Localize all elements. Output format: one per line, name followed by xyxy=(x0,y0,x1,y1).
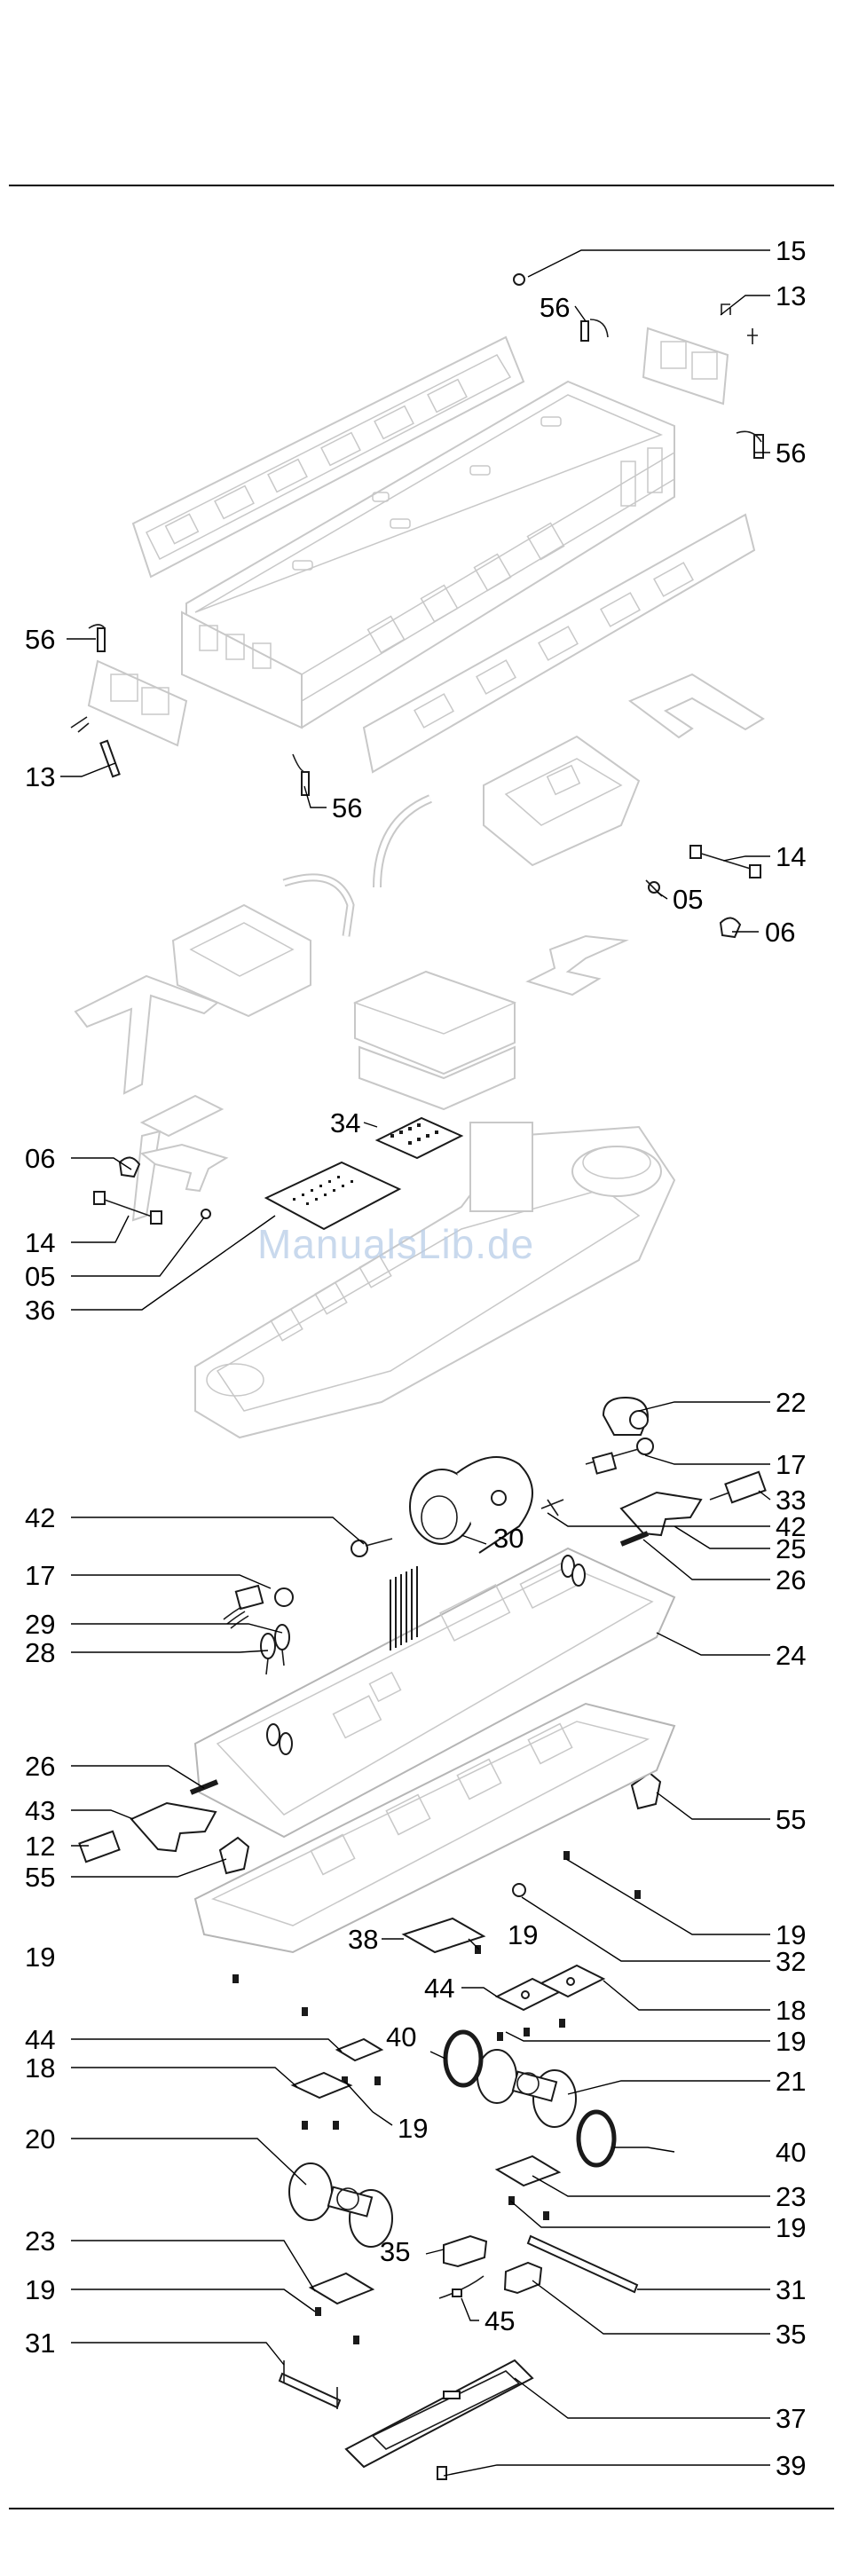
callout-37: 37 xyxy=(776,2405,806,2432)
callout-31: 31 xyxy=(25,2329,55,2357)
callout-40: 40 xyxy=(776,2139,806,2166)
callout-36: 36 xyxy=(25,1296,55,1324)
callout-06: 06 xyxy=(25,1145,55,1172)
callout-12: 12 xyxy=(25,1832,55,1860)
callout-19: 19 xyxy=(776,2028,806,2055)
callout-22: 22 xyxy=(776,1389,806,1416)
callout-24: 24 xyxy=(776,1642,806,1669)
callout-19: 19 xyxy=(776,2214,806,2241)
callout-23: 23 xyxy=(776,2183,806,2210)
callout-40: 40 xyxy=(386,2023,416,2051)
callout-15: 15 xyxy=(776,237,806,264)
callout-14: 14 xyxy=(25,1229,55,1256)
callout-23: 23 xyxy=(25,2227,55,2255)
callout-34: 34 xyxy=(330,1109,360,1137)
callout-44: 44 xyxy=(25,2026,55,2053)
callout-32: 32 xyxy=(776,1948,806,1975)
callout-19: 19 xyxy=(25,2276,55,2304)
callout-26: 26 xyxy=(25,1753,55,1780)
callout-56: 56 xyxy=(540,294,570,321)
callout-56: 56 xyxy=(776,439,806,467)
callout-39: 39 xyxy=(776,2452,806,2479)
callout-06: 06 xyxy=(765,918,795,946)
callout-44: 44 xyxy=(424,1974,454,2002)
chassis-frame-upper xyxy=(195,1118,674,1438)
callout-31: 31 xyxy=(776,2276,806,2304)
callout-17: 17 xyxy=(776,1451,806,1478)
callout-14: 14 xyxy=(776,843,806,870)
callout-55: 55 xyxy=(25,1863,55,1891)
callout-45: 45 xyxy=(485,2307,515,2335)
callout-26: 26 xyxy=(776,1566,806,1594)
callout-19: 19 xyxy=(508,1921,538,1949)
callout-56: 56 xyxy=(332,794,362,822)
callout-35: 35 xyxy=(776,2320,806,2348)
callout-30: 30 xyxy=(493,1524,524,1552)
watermark: ManualsLib.de xyxy=(257,1220,534,1268)
callout-18: 18 xyxy=(25,2054,55,2082)
callout-38: 38 xyxy=(348,1926,378,1953)
callout-55: 55 xyxy=(776,1806,806,1833)
callout-18: 18 xyxy=(776,1997,806,2024)
callout-19: 19 xyxy=(776,1921,806,1949)
callout-20: 20 xyxy=(25,2125,55,2153)
callout-17: 17 xyxy=(25,1562,55,1589)
callout-56: 56 xyxy=(25,626,55,653)
pcb-board xyxy=(79,1548,674,1952)
callout-35: 35 xyxy=(380,2238,410,2265)
callout-05: 05 xyxy=(673,886,703,913)
callout-13: 13 xyxy=(25,763,55,791)
callout-33: 33 xyxy=(776,1486,806,1514)
callout-13: 13 xyxy=(776,282,806,310)
callout-19: 19 xyxy=(398,2115,428,2142)
callout-05: 05 xyxy=(25,1263,55,1290)
callout-29: 29 xyxy=(25,1611,55,1638)
callout-21: 21 xyxy=(776,2068,806,2095)
callout-43: 43 xyxy=(25,1797,55,1824)
callout-28: 28 xyxy=(25,1639,55,1666)
callout-25: 25 xyxy=(776,1535,806,1563)
callout-19: 19 xyxy=(25,1943,55,1971)
callout-42: 42 xyxy=(25,1504,55,1532)
